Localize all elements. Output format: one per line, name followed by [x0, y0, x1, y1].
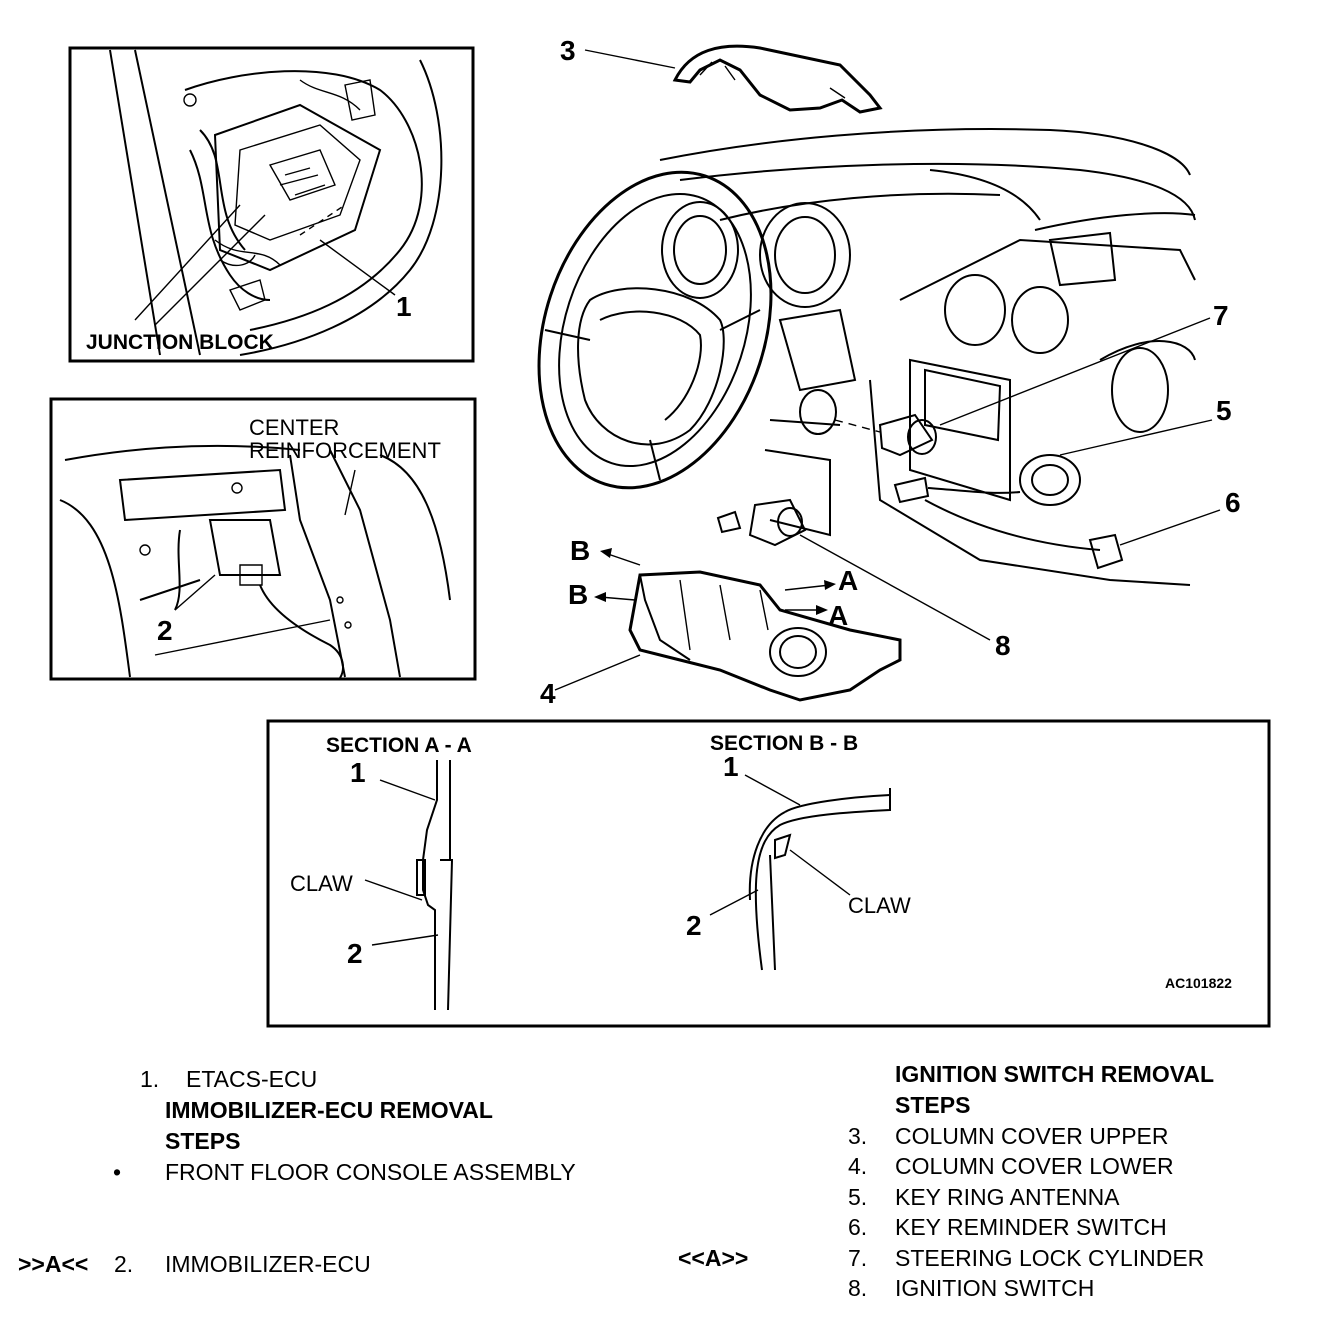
legend-item-8-text: IGNITION SWITCH: [895, 1275, 1095, 1301]
center-label: CENTER: [249, 415, 339, 440]
ignition-heading-2: STEPS: [895, 1092, 971, 1118]
center-reinforcement-inset: 2 CENTER REINFORCEMENT: [49, 397, 477, 681]
legend-bullet: •: [113, 1159, 122, 1185]
callout-8: 8: [995, 630, 1011, 661]
callout-4: 4: [540, 678, 556, 709]
legend-item-7-text: STEERING LOCK CYLINDER: [895, 1245, 1205, 1271]
legend-item-3-number: 3.: [848, 1123, 868, 1149]
callout-2: 2: [157, 615, 173, 646]
ignition-heading-1: IGNITION SWITCH REMOVAL: [895, 1061, 1215, 1087]
reinforcement-label: REINFORCEMENT: [249, 438, 441, 463]
sections-box: SECTION A - A 1 CLAW 2 SECTION B - B 1 C…: [266, 719, 1271, 1028]
section-aa-2: 2: [347, 938, 363, 969]
section-b-arrow-2: B: [568, 579, 588, 610]
section-aa-1: 1: [350, 757, 366, 788]
legend-item-8-number: 8.: [848, 1275, 868, 1301]
section-bb-claw: CLAW: [848, 893, 911, 918]
section-aa-claw: CLAW: [290, 871, 353, 896]
callout-7: 7: [1213, 300, 1229, 331]
front-floor-console-text: FRONT FLOOR CONSOLE ASSEMBLY: [165, 1159, 576, 1185]
immobilizer-heading-1: IMMOBILIZER-ECU REMOVAL: [165, 1097, 493, 1123]
section-a-arrow-1: A: [838, 565, 858, 596]
callout-3: 3: [560, 35, 576, 66]
legend-item-1-text: ETACS-ECU: [186, 1066, 318, 1092]
legend-item-6-text: KEY REMINDER SWITCH: [895, 1214, 1167, 1240]
legend-item-7-number: 7.: [848, 1245, 868, 1271]
callout-1: 1: [396, 291, 412, 322]
legend-item-3-text: COLUMN COVER UPPER: [895, 1123, 1169, 1149]
legend-item-1-number: 1.: [140, 1066, 160, 1092]
callout-5: 5: [1216, 395, 1232, 426]
immobilizer-ref-mark: >>A<<: [18, 1251, 89, 1277]
legend-item-4-number: 4.: [848, 1153, 868, 1179]
immobilizer-heading-2: STEPS: [165, 1128, 241, 1154]
section-bb-title: SECTION B - B: [710, 732, 858, 755]
legend-item-2-text: IMMOBILIZER-ECU: [165, 1251, 371, 1277]
section-a-arrow-2: A: [828, 600, 848, 631]
legend-item-5-text: KEY RING ANTENNA: [895, 1184, 1120, 1210]
junction-block-label: JUNCTION BLOCK: [86, 331, 274, 354]
ignition-ref-mark: <<A>>: [678, 1245, 749, 1271]
legend-item-4-text: COLUMN COVER LOWER: [895, 1153, 1174, 1179]
callout-6: 6: [1225, 487, 1241, 518]
section-aa-title: SECTION A - A: [326, 734, 472, 757]
dashboard-illustration: 3: [537, 35, 1241, 709]
legend-item-2-number: 2.: [114, 1251, 134, 1277]
section-bb-1: 1: [723, 751, 739, 782]
figure-code: AC101822: [1165, 975, 1232, 991]
legend-item-6-number: 6.: [848, 1214, 868, 1240]
section-bb-2: 2: [686, 910, 702, 941]
legend-item-1: 1. ETACS-ECU: [140, 1066, 317, 1093]
legend-item-5-number: 5.: [848, 1184, 868, 1210]
junction-block-inset: 1 JUNCTION BLOCK: [68, 46, 475, 363]
section-b-arrow-1: B: [570, 535, 590, 566]
